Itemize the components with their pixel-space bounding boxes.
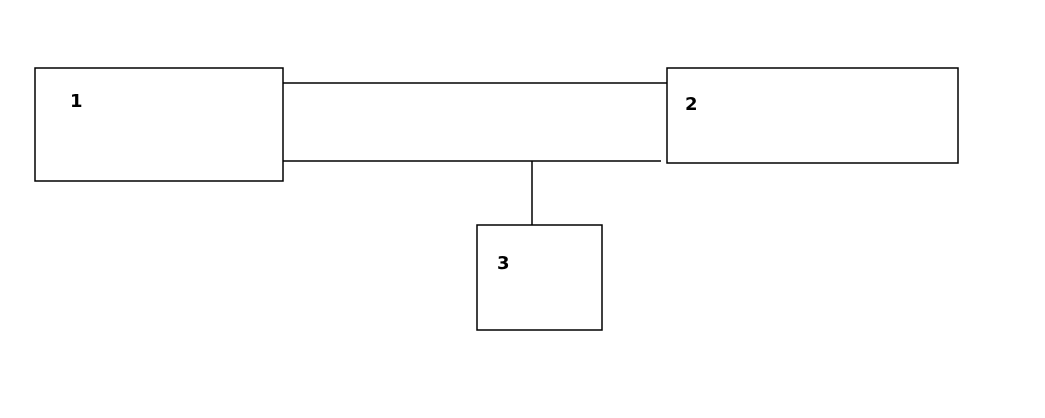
box-3-shape bbox=[476, 224, 603, 331]
box-2-label: 2 bbox=[685, 94, 698, 115]
box-1: 1 bbox=[34, 67, 284, 182]
box-1-shape bbox=[34, 67, 284, 182]
box-1-label: 1 bbox=[70, 91, 83, 112]
box-2-shape bbox=[666, 67, 959, 164]
box-3-label: 3 bbox=[497, 253, 510, 274]
box-3: 3 bbox=[476, 224, 603, 331]
box-2: 2 bbox=[666, 67, 959, 164]
